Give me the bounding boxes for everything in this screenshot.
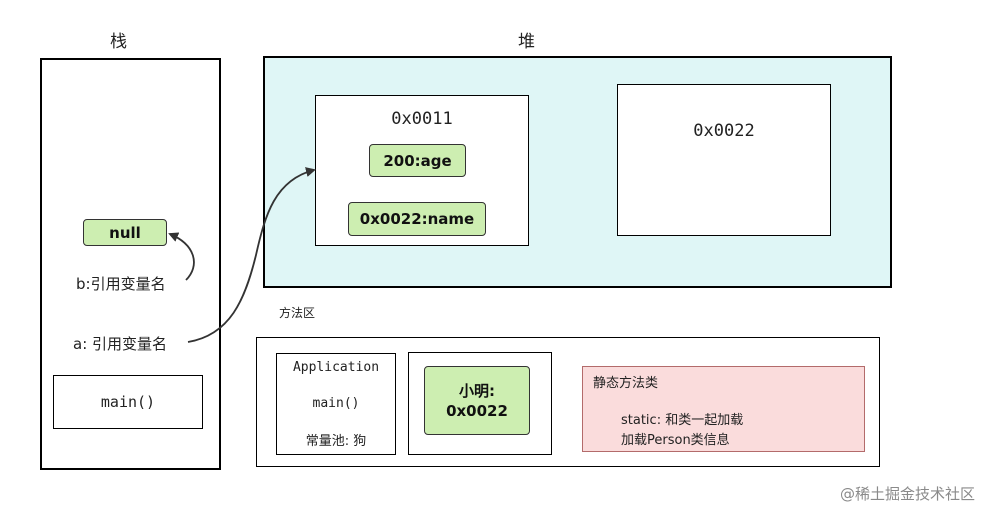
null-value-box: null [83,219,167,246]
static-methods-title: 静态方法类 [593,376,659,391]
object-address-label: 0x0022 [693,121,755,141]
main-frame-label: main() [100,393,156,411]
string-object-line2: 0x0022 [446,401,508,420]
constant-pool-label: 常量池: 狗 [305,434,367,449]
string-object-box: 小明: 0x0022 [424,366,530,435]
string-object-line1: 小明: [459,381,495,400]
heap-title: 堆 [518,32,535,52]
b-to-null-arrow [168,232,195,281]
static-line2: 加载Person类信息 [621,433,730,448]
application-title: Application [292,360,380,375]
object-address-label: 0x0011 [391,109,453,129]
stack-title: 栈 [110,32,127,52]
name-field-box: 0x0022:name [348,202,486,236]
a-to-object-arrow [187,167,316,343]
main-frame-box: main() [53,375,203,429]
a-variable-label: a: 引用变量名 [73,335,168,353]
application-main: main() [312,396,360,411]
static-line1: static: 和类一起加载 [621,413,744,428]
heap-object-0x0022: 0x0022 [617,84,831,236]
application-class-box: Application main() 常量池: 狗 [276,353,396,455]
age-field-box: 200:age [369,144,466,177]
watermark: @稀土掘金技术社区 [840,485,976,503]
method-area-title: 方法区 [279,306,316,320]
static-methods-box: 静态方法类 static: 和类一起加载 加载Person类信息 [582,366,865,452]
b-variable-label: b:引用变量名 [76,275,166,293]
